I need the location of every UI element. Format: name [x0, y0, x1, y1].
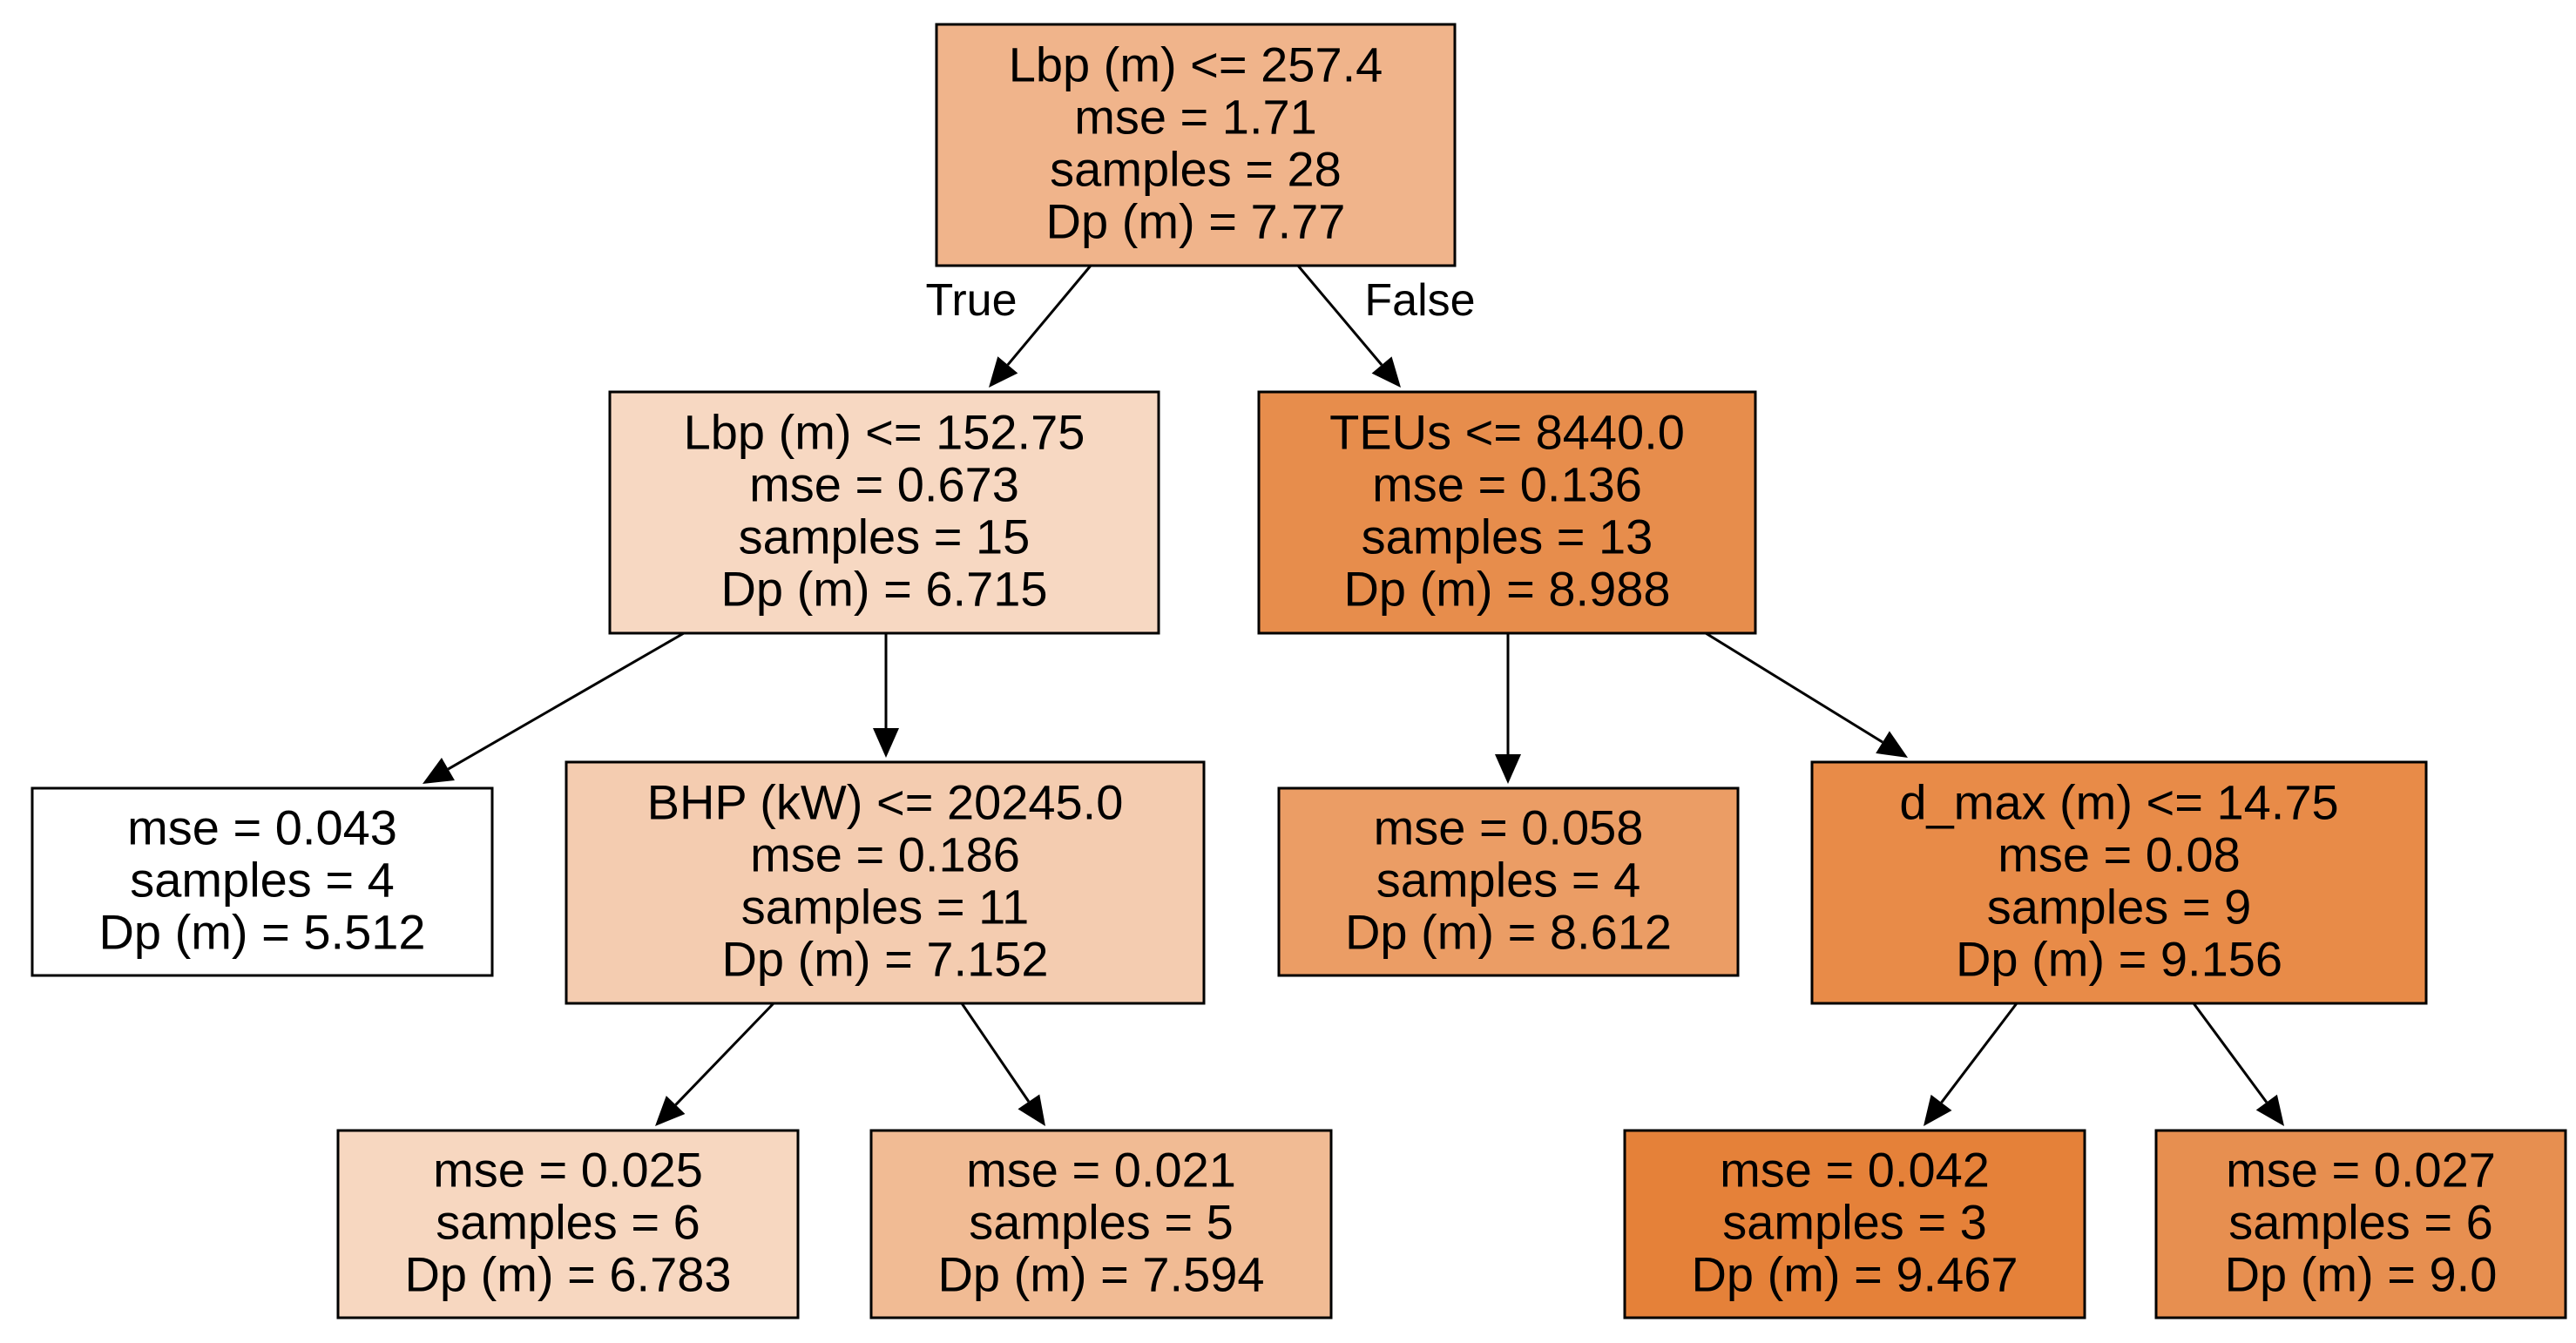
- edge-line: [447, 631, 685, 771]
- edge-line: [1705, 631, 1883, 744]
- node-text-line: samples = 11: [741, 879, 1029, 934]
- node-text-line: Dp (m) = 7.152: [721, 931, 1048, 986]
- edge-n3-leaf3: [655, 1002, 775, 1126]
- node-text-line: Dp (m) = 9.467: [1691, 1246, 2018, 1301]
- edge-n2-leaf2: [1495, 633, 1521, 784]
- arrowhead-icon: [655, 1096, 686, 1126]
- node-text-line: TEUs <= 8440.0: [1329, 404, 1685, 459]
- node-text-line: mse = 1.71: [1074, 89, 1317, 144]
- node-text-line: mse = 0.08: [1998, 827, 2241, 881]
- node-text-line: Lbp (m) <= 152.75: [684, 404, 1085, 459]
- arrowhead-icon: [989, 356, 1018, 388]
- node-box: [608, 390, 1160, 635]
- node-text-line: samples = 4: [130, 852, 395, 907]
- node-box: [30, 786, 494, 977]
- edge-n4-leaf5: [1924, 1002, 2018, 1126]
- arrowhead-icon: [1924, 1094, 1952, 1126]
- node-text-line: samples = 9: [1987, 879, 2252, 934]
- arrowhead-icon: [2255, 1094, 2284, 1126]
- edge-n2-n4: [1705, 631, 1908, 758]
- node-text-line: samples = 13: [1362, 509, 1653, 564]
- node-text-line: Dp (m) = 8.612: [1345, 904, 1672, 959]
- arrowhead-icon: [873, 728, 899, 758]
- node-text-line: mse = 0.186: [750, 827, 1020, 881]
- edge-label: True: [926, 275, 1018, 326]
- node-text-line: mse = 0.025: [433, 1142, 703, 1197]
- node-text-line: mse = 0.043: [127, 800, 397, 854]
- arrowhead-icon: [1495, 754, 1521, 784]
- edges-layer: True False: [423, 265, 2284, 1126]
- node-text-line: d_max (m) <= 14.75: [1899, 774, 2338, 829]
- node-box: [935, 23, 1457, 267]
- node-text-line: Dp (m) = 5.512: [98, 904, 425, 959]
- node-box: [1810, 760, 2428, 1005]
- node-box: [1257, 390, 1757, 635]
- edge-root-n1: True: [926, 265, 1092, 388]
- node-box: [336, 1129, 800, 1319]
- edge-line: [960, 1002, 1031, 1103]
- arrowhead-icon: [423, 758, 455, 784]
- node-text-line: mse = 0.021: [966, 1142, 1236, 1197]
- edge-line: [2192, 1002, 2268, 1103]
- node-text-line: Dp (m) = 6.783: [404, 1246, 731, 1301]
- node-text-line: BHP (kW) <= 20245.0: [647, 774, 1124, 829]
- node-box: [869, 1129, 1333, 1319]
- edge-n4-leaf6: [2192, 1002, 2284, 1126]
- node-text-line: Lbp (m) <= 257.4: [1009, 37, 1383, 91]
- node-box: [1277, 786, 1740, 977]
- edge-n3-leaf4: [960, 1002, 1045, 1126]
- node-text-line: samples = 3: [1722, 1194, 1987, 1249]
- node-text-line: Dp (m) = 8.988: [1343, 561, 1670, 616]
- node-text-line: mse = 0.042: [1720, 1142, 1990, 1197]
- edge-label: False: [1364, 275, 1475, 326]
- node-box: [2154, 1129, 2567, 1319]
- node-text-line: mse = 0.027: [2226, 1142, 2496, 1197]
- node-text-line: samples = 15: [739, 509, 1031, 564]
- node-text-line: samples = 6: [436, 1194, 700, 1249]
- node-text-line: samples = 5: [969, 1194, 1234, 1249]
- node-text-line: mse = 0.058: [1374, 800, 1644, 854]
- edge-line: [1296, 265, 1383, 366]
- node-text-line: Dp (m) = 7.77: [1046, 193, 1346, 248]
- edge-line: [1940, 1002, 2018, 1103]
- node-text-line: mse = 0.673: [749, 456, 1019, 511]
- node-box: [565, 760, 1206, 1005]
- node-text-line: samples = 4: [1376, 852, 1641, 907]
- node-text-line: samples = 28: [1050, 141, 1342, 196]
- node-text-line: samples = 6: [2228, 1194, 2493, 1249]
- node-text-line: Dp (m) = 6.715: [720, 561, 1047, 616]
- node-text-line: mse = 0.136: [1372, 456, 1642, 511]
- edge-line: [1006, 265, 1092, 366]
- edge-n1-n3: [873, 633, 899, 758]
- arrowhead-icon: [1876, 731, 1908, 758]
- node-text-line: Dp (m) = 9.156: [1956, 931, 2282, 986]
- edge-n1-leaf1: [423, 631, 685, 784]
- node-box: [1623, 1129, 2086, 1319]
- edge-root-n2: False: [1296, 265, 1476, 388]
- arrowhead-icon: [1371, 356, 1401, 388]
- node-text-line: Dp (m) = 7.594: [937, 1246, 1264, 1301]
- node-text-line: Dp (m) = 9.0: [2225, 1246, 2498, 1301]
- arrowhead-icon: [1018, 1094, 1045, 1126]
- edge-line: [674, 1002, 775, 1106]
